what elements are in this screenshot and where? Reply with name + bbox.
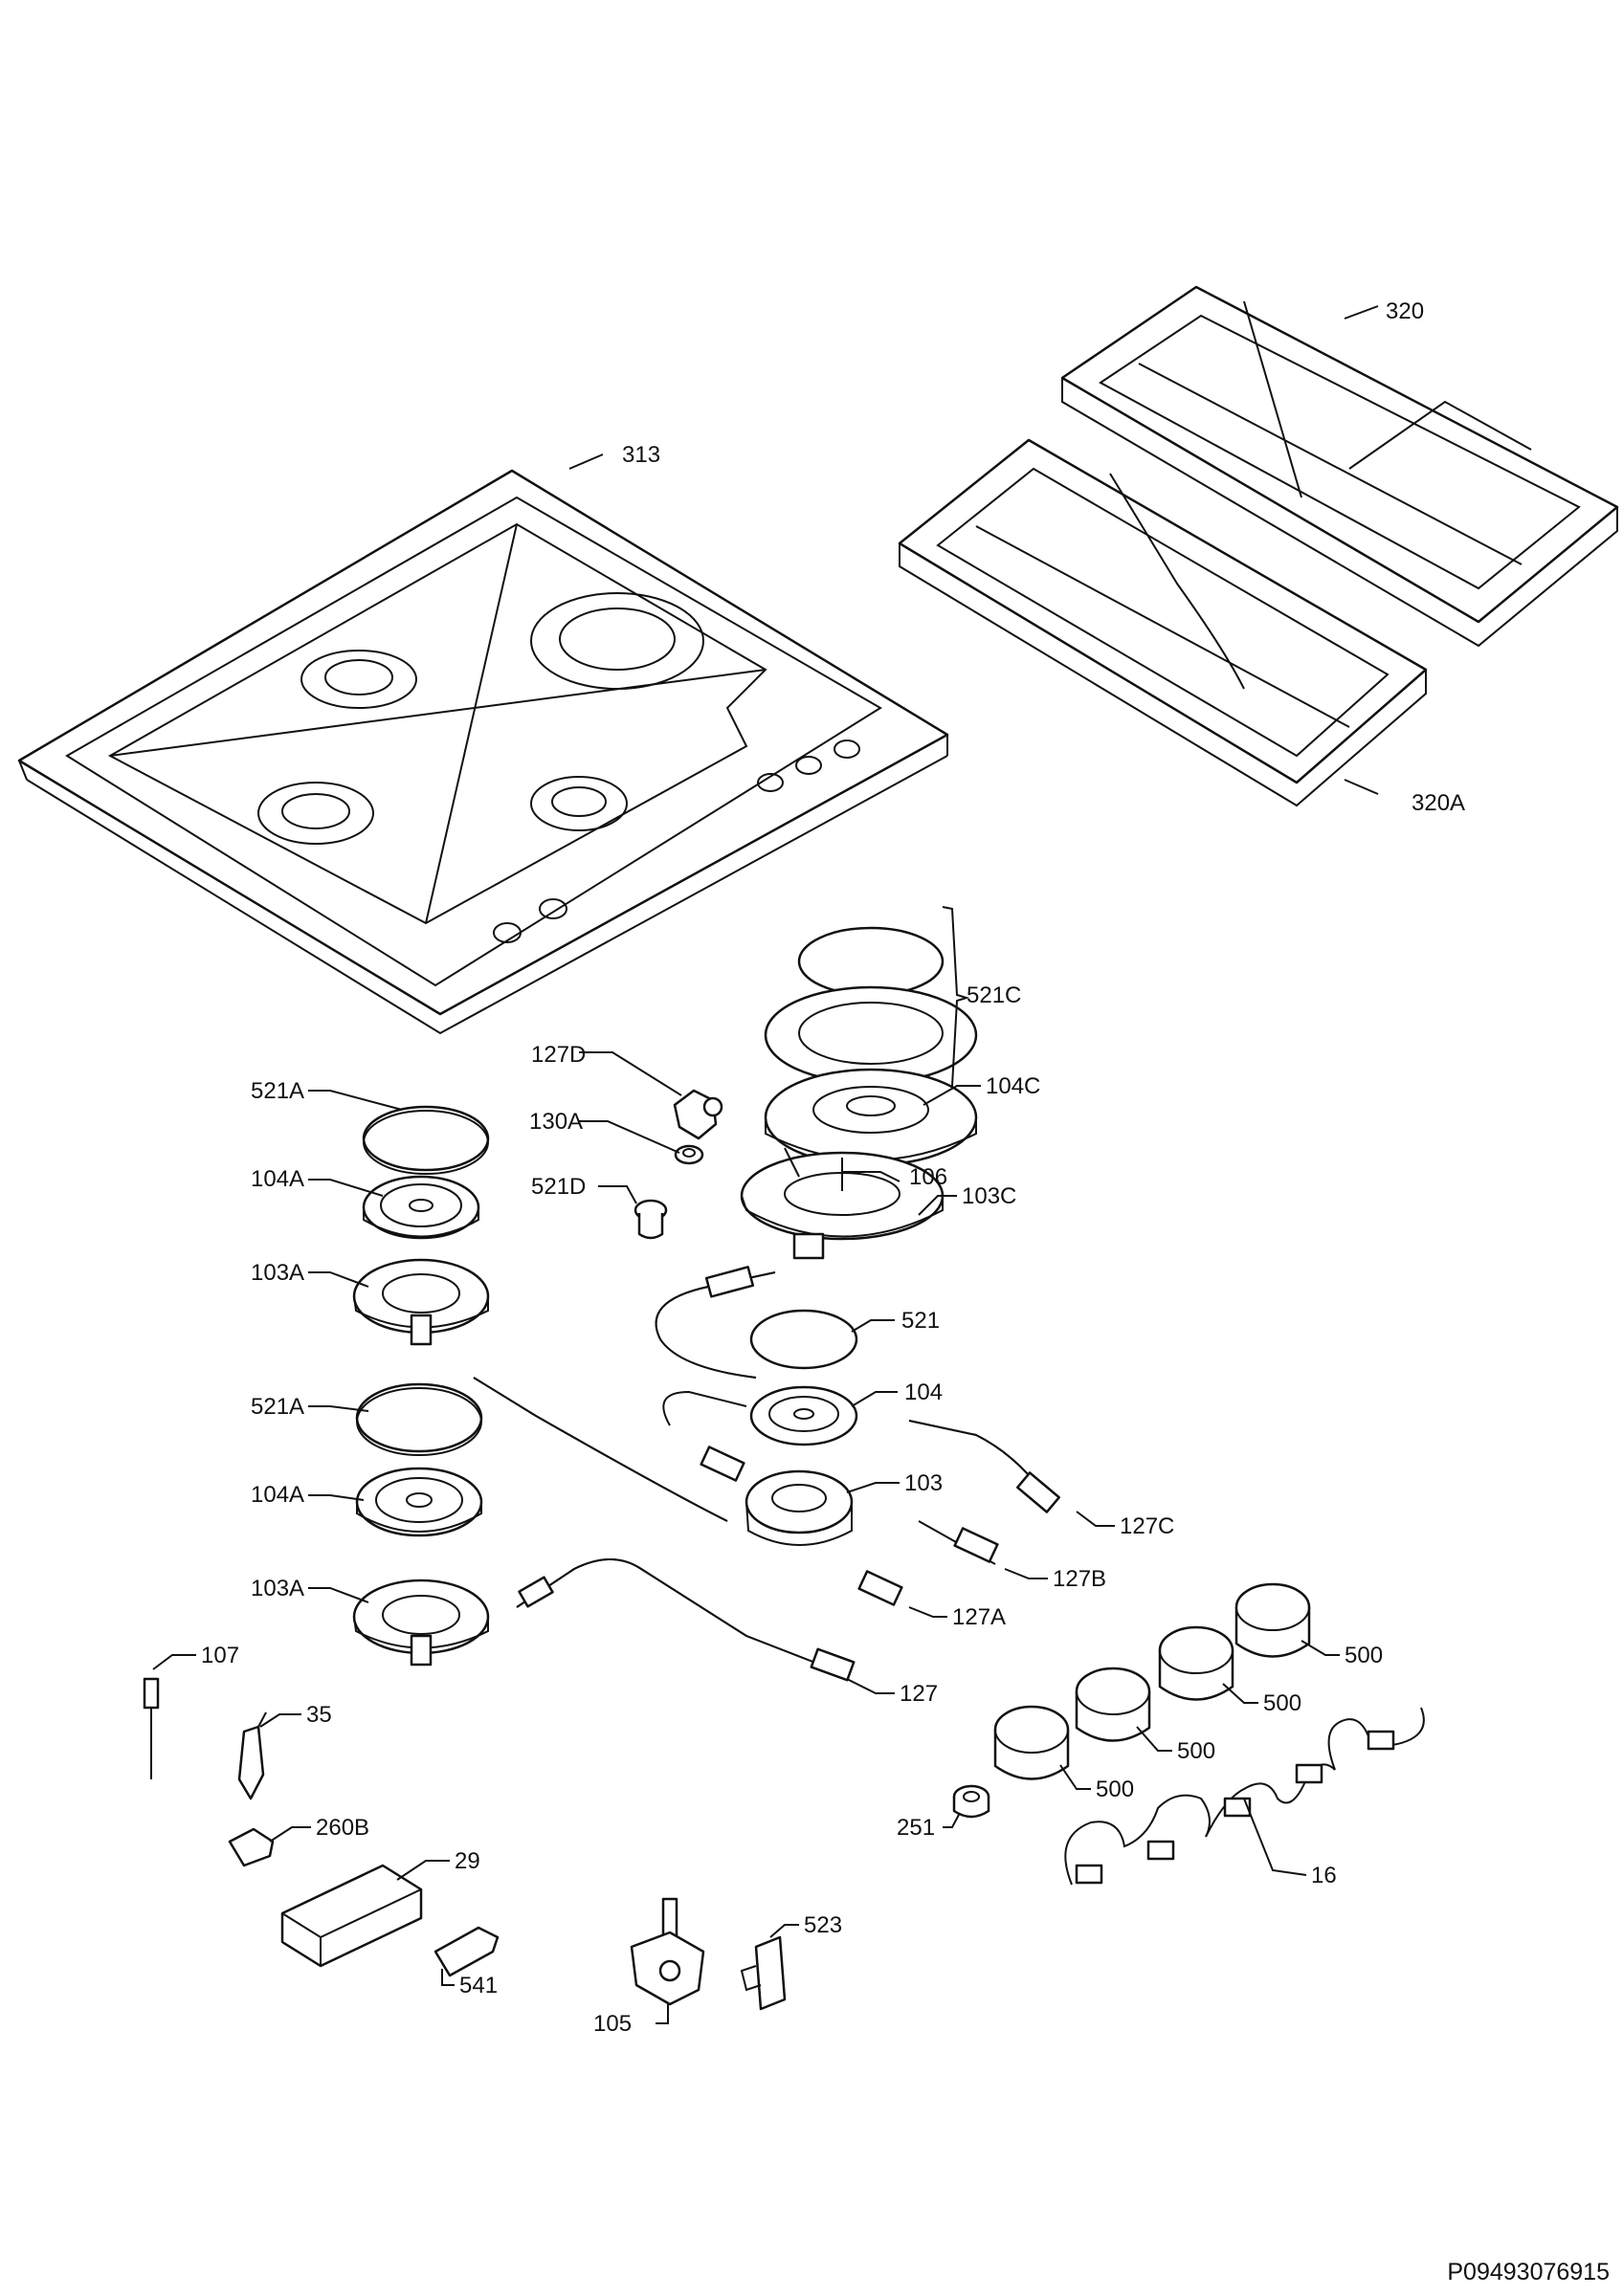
label-107: 107: [201, 1643, 239, 1668]
bracket-523: [740, 1935, 787, 2011]
plug-521D: [634, 1199, 668, 1240]
label-251: 251: [897, 1815, 935, 1841]
knob-500-b: [1158, 1625, 1234, 1701]
label-127D: 127D: [531, 1042, 586, 1068]
label-103A-lower: 103A: [251, 1576, 304, 1601]
burner-body-103C: [740, 1147, 945, 1260]
spark-plug-35: [237, 1711, 267, 1800]
burner-crown-104A-lower: [355, 1467, 483, 1537]
label-104A-upper: 104A: [251, 1166, 304, 1192]
label-29: 29: [455, 1848, 480, 1874]
burner-cap-521A-upper: [362, 1105, 490, 1175]
label-127A: 127A: [952, 1604, 1006, 1630]
label-313: 313: [622, 442, 660, 468]
label-500-b: 500: [1263, 1690, 1301, 1716]
label-500-a: 500: [1345, 1643, 1383, 1668]
label-320: 320: [1386, 298, 1424, 324]
label-127: 127: [900, 1681, 938, 1707]
part-labels: 313 320 320A 521C 127D 104C 521A 130A 10…: [201, 298, 1465, 2037]
pan-support-320: [1060, 285, 1619, 648]
label-521A-lower: 521A: [251, 1394, 304, 1420]
label-260B: 260B: [316, 1815, 369, 1841]
label-104A-lower: 104A: [251, 1482, 304, 1508]
burner-body-103A-lower: [352, 1578, 490, 1667]
label-500-d: 500: [1096, 1777, 1134, 1802]
elbow-127D: [673, 1089, 723, 1140]
washer-130A: [674, 1144, 704, 1165]
pan-support-320A: [898, 438, 1428, 807]
label-521: 521: [901, 1308, 940, 1334]
burner-body-103: [745, 1469, 854, 1546]
knob-500-c: [1075, 1667, 1151, 1742]
knob-500-d: [993, 1705, 1070, 1780]
leader-lines: [152, 305, 1379, 2024]
burner-cap-521A-lower: [355, 1382, 483, 1456]
label-106: 106: [909, 1164, 947, 1190]
burner-body-103A-upper: [352, 1258, 490, 1346]
label-521A-upper: 521A: [251, 1078, 304, 1104]
knob-500-a: [1234, 1582, 1311, 1658]
label-541: 541: [459, 1973, 498, 1998]
label-105: 105: [593, 2011, 632, 2037]
label-16: 16: [1311, 1863, 1337, 1888]
label-35: 35: [306, 1702, 332, 1728]
gas-pipe-upper: [655, 1266, 776, 1379]
ignition-unit-29: [280, 1864, 423, 1968]
label-103A-upper: 103A: [251, 1260, 304, 1286]
gas-pipe-127B: [662, 1390, 999, 1565]
hob-top-313: [17, 469, 949, 1035]
burner-crown-104C: [764, 1068, 978, 1167]
label-104C: 104C: [986, 1073, 1040, 1099]
burner-cap-521: [749, 1309, 858, 1370]
label-521D: 521D: [531, 1174, 586, 1200]
label-521C: 521C: [967, 982, 1021, 1008]
label-500-c: 500: [1177, 1738, 1215, 1764]
burner-crown-104A-upper: [362, 1175, 480, 1240]
label-127B: 127B: [1053, 1566, 1106, 1592]
thermocouple-107: [143, 1677, 160, 1779]
gas-pipe-127C: [908, 1420, 1060, 1513]
burner-crown-104: [749, 1385, 858, 1446]
label-104: 104: [904, 1380, 943, 1405]
gas-tap-105: [630, 1897, 705, 2006]
switch-541: [434, 1926, 500, 1977]
label-103C: 103C: [962, 1183, 1016, 1209]
wiring-harness-16: [1064, 1707, 1425, 1886]
label-103: 103: [904, 1470, 943, 1496]
gas-pipe-127: [516, 1558, 856, 1682]
bushing-251: [952, 1784, 990, 1819]
label-127C: 127C: [1120, 1513, 1174, 1539]
clip-260B: [228, 1827, 275, 1867]
burner-cap-521C: [764, 906, 978, 1089]
label-523: 523: [804, 1912, 842, 1938]
label-130A: 130A: [529, 1109, 583, 1135]
label-320A: 320A: [1412, 790, 1465, 816]
gas-pipe-127A: [473, 1377, 903, 1606]
document-number: P09493076915: [1447, 2259, 1610, 2285]
